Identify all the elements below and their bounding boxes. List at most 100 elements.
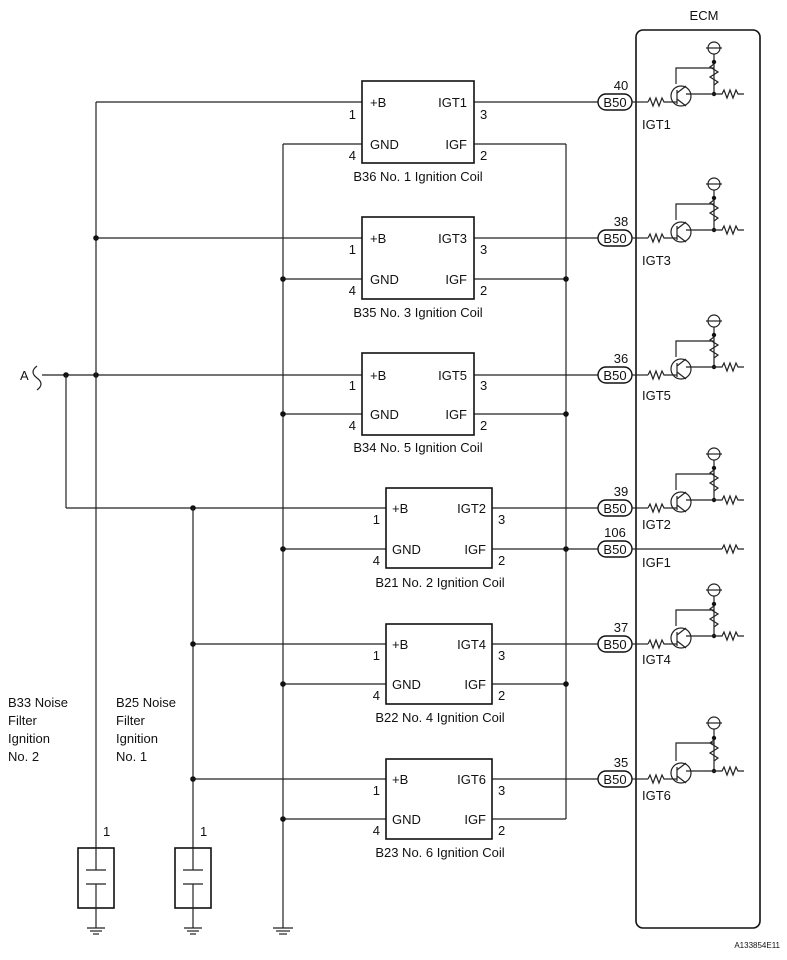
pin-label-b: +B [392, 772, 408, 787]
resistor-symbol [721, 543, 744, 555]
ecm-box [635, 29, 761, 929]
ground-symbol [184, 927, 202, 935]
ecm-terminal-igf1: 106 B50 IGF1 [597, 525, 744, 570]
pin-number: 3 [480, 378, 487, 393]
pin-number: 2 [480, 418, 487, 433]
pin-label-igt: IGT1 [438, 95, 467, 110]
transistor-symbol [670, 627, 692, 649]
noise-filter-label: No. 1 [116, 749, 147, 764]
pin-label-gnd: GND [370, 407, 399, 422]
resistor-symbol [647, 502, 670, 514]
resistor-symbol [708, 63, 720, 86]
coil-caption: B21 No. 2 Ignition Coil [375, 575, 504, 590]
junction-dot [563, 276, 569, 282]
ignition-coil-no1: +B IGT1 GND IGF 1 3 4 2 B36 No. 1 Igniti… [349, 80, 487, 184]
signal-label: IGF1 [642, 555, 671, 570]
signal-label: IGT1 [642, 117, 671, 132]
pin-number: 1 [349, 378, 356, 393]
connector-label: B50 [603, 772, 626, 787]
terminal-pin-number: 40 [614, 78, 628, 93]
noise-filter-label: Ignition [116, 731, 158, 746]
resistor-symbol [647, 638, 670, 650]
resistor-symbol [714, 630, 744, 642]
ground-symbol [87, 927, 105, 935]
resistor-symbol [714, 361, 744, 373]
junction-dot [190, 641, 196, 647]
connector-label: B50 [603, 501, 626, 516]
pin-number: 3 [498, 648, 505, 663]
noise-filter-label: Filter [8, 713, 38, 728]
pin-number: 2 [498, 688, 505, 703]
pin-number: 1 [103, 824, 110, 839]
transistor-symbol [670, 762, 692, 784]
resistor-symbol [708, 605, 720, 628]
pin-label-igt: IGT5 [438, 368, 467, 383]
ignition-coil-no3: +B IGT3 GND IGF 1 3 4 2 B35 No. 3 Igniti… [349, 216, 487, 320]
junction-dot [563, 411, 569, 417]
coil-caption: B23 No. 6 Ignition Coil [375, 845, 504, 860]
transistor-symbol [670, 358, 692, 380]
coil-caption: B35 No. 3 Ignition Coil [353, 305, 482, 320]
pin-label-gnd: GND [370, 137, 399, 152]
pin-label-b: +B [370, 95, 386, 110]
pin-number: 1 [349, 107, 356, 122]
ecm-terminal-igt5: 36 B50 IGT5 [597, 314, 744, 403]
ecm-terminal-igt2: 39 B50 IGT2 [597, 447, 744, 532]
pin-number: 1 [349, 242, 356, 257]
transistor-symbol [670, 221, 692, 243]
signal-label: IGT6 [642, 788, 671, 803]
pin-label-igt: IGT4 [457, 637, 486, 652]
pin-number: 2 [480, 148, 487, 163]
noise-filter-label: Ignition [8, 731, 50, 746]
pin-label-gnd: GND [392, 677, 421, 692]
noise-filter-label: B25 Noise [116, 695, 176, 710]
terminal-pin-number: 37 [614, 620, 628, 635]
pin-number: 2 [498, 823, 505, 838]
terminal-pin-number: 106 [604, 525, 626, 540]
junction-dot [280, 816, 286, 822]
ignition-coil-no4: +B IGT4 GND IGF 1 3 4 2 B22 No. 4 Igniti… [373, 623, 505, 725]
pin-label-b: +B [392, 637, 408, 652]
resistor-symbol [714, 224, 744, 236]
pin-label-igt: IGT2 [457, 501, 486, 516]
connector-label: B50 [603, 542, 626, 557]
ecm-terminal-igt1: 40 B50 IGT1 [597, 41, 744, 132]
pin-label-igt: IGT3 [438, 231, 467, 246]
pin-label-b: +B [392, 501, 408, 516]
junction-dot [280, 681, 286, 687]
connector-label: B50 [603, 368, 626, 383]
terminal-pin-number: 35 [614, 755, 628, 770]
ignition-coil-no6: +B IGT6 GND IGF 1 3 4 2 B23 No. 6 Igniti… [373, 758, 505, 860]
ignition-coil-no5: +B IGT5 GND IGF 1 3 4 2 B34 No. 5 Igniti… [349, 352, 487, 455]
pin-number: 4 [349, 283, 356, 298]
connector-label: B50 [603, 95, 626, 110]
pin-number: 1 [373, 512, 380, 527]
noise-filter-label: Filter [116, 713, 146, 728]
pin-label-igt: IGT6 [457, 772, 486, 787]
signal-label: IGT5 [642, 388, 671, 403]
pin-number: 4 [373, 553, 380, 568]
pin-number: 1 [200, 824, 207, 839]
signal-label: IGT2 [642, 517, 671, 532]
pin-number: 3 [480, 242, 487, 257]
coil-caption: B36 No. 1 Ignition Coil [353, 169, 482, 184]
pin-label-b: +B [370, 368, 386, 383]
pin-label-gnd: GND [392, 812, 421, 827]
wire-label-a: A [20, 368, 29, 383]
resistor-symbol [708, 199, 720, 222]
resistor-symbol [647, 232, 670, 244]
resistor-symbol [708, 336, 720, 359]
pin-label-gnd: GND [370, 272, 399, 287]
connector-label: B50 [603, 231, 626, 246]
ecm-terminal-igt4: 37 B50 IGT4 [597, 583, 744, 667]
pin-number: 2 [498, 553, 505, 568]
pin-label-b: +B [370, 231, 386, 246]
ecm-title: ECM [690, 8, 719, 23]
junction-dot [93, 235, 99, 241]
pin-number: 4 [349, 418, 356, 433]
resistor-symbol [708, 469, 720, 492]
junction-dot [563, 681, 569, 687]
pin-number: 3 [498, 512, 505, 527]
junction-dot [563, 546, 569, 552]
